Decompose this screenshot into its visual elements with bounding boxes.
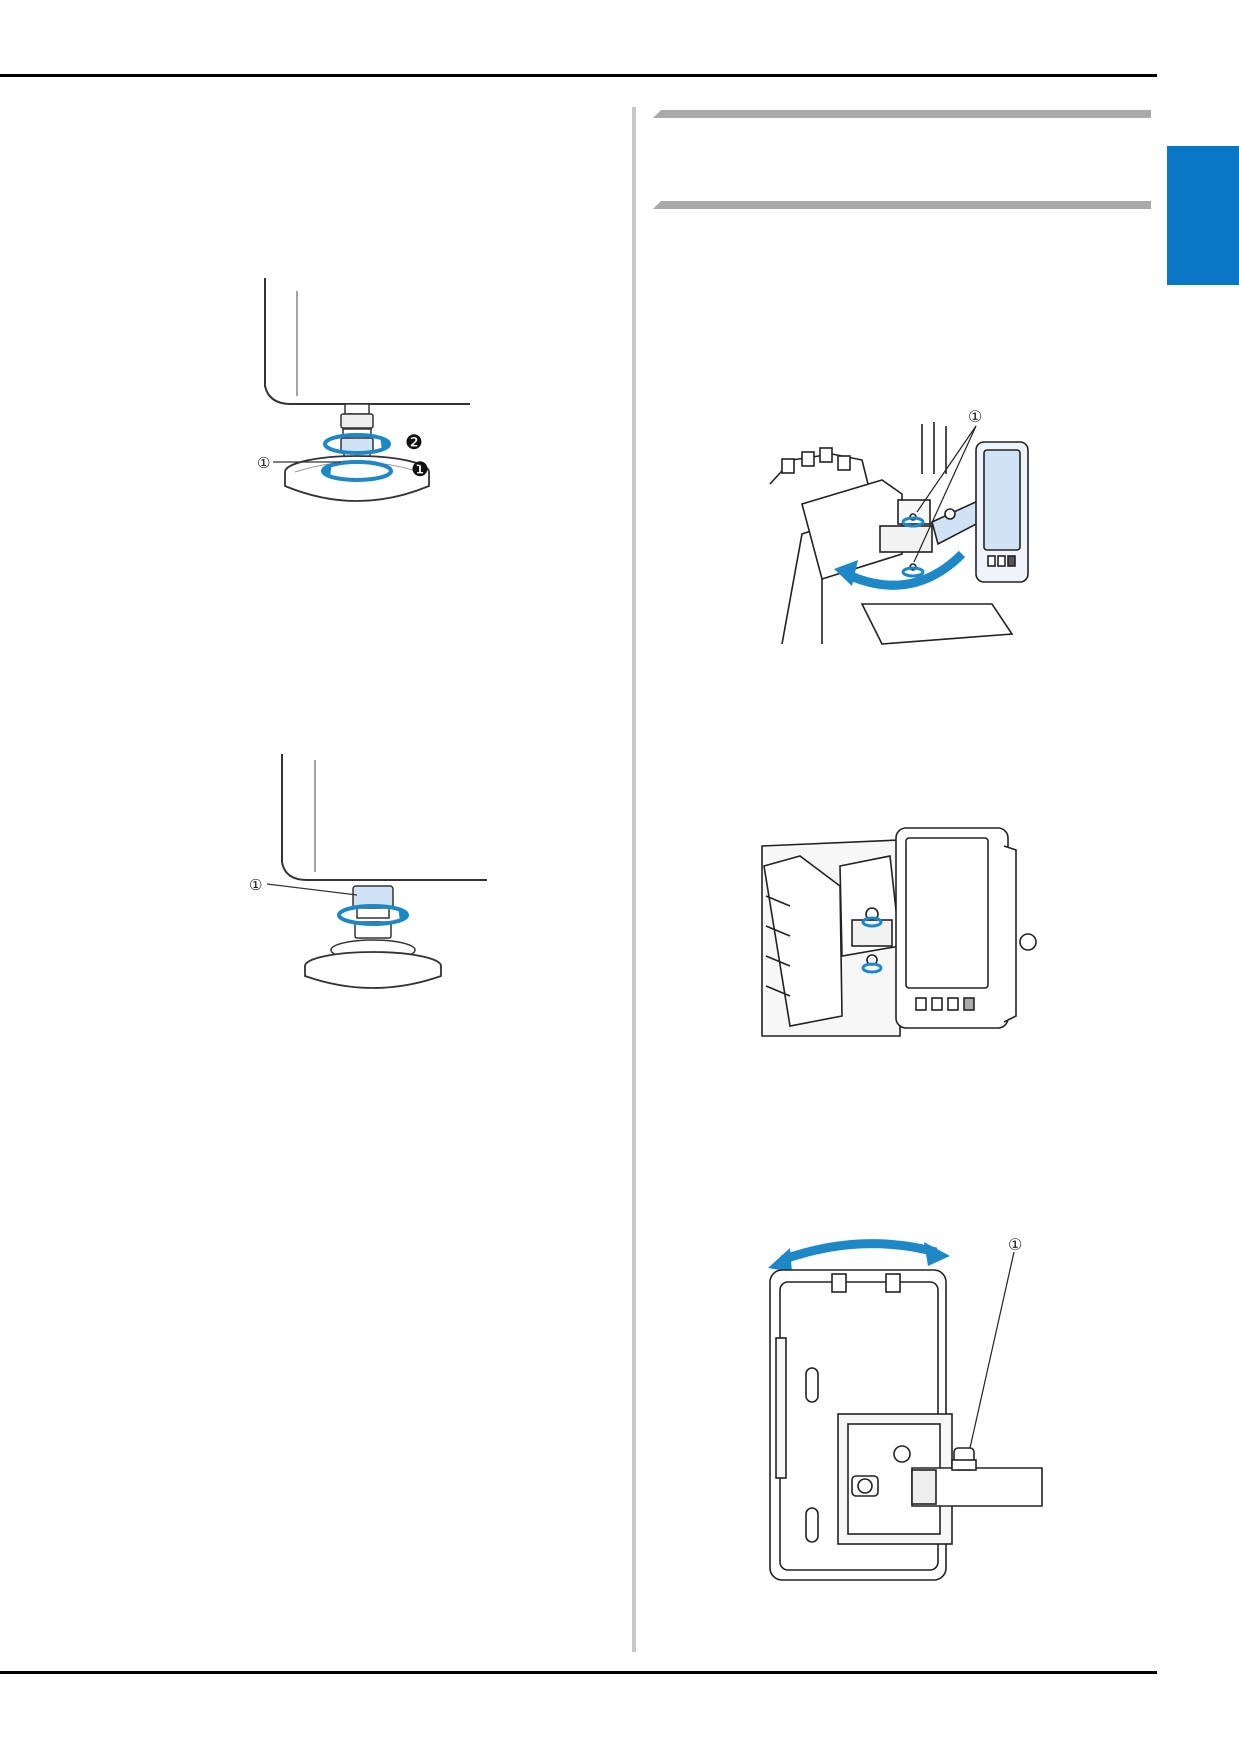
figure-screen-front xyxy=(761,827,1037,1037)
figure-screen-rotate: ① xyxy=(768,1238,1043,1581)
top-rule xyxy=(0,74,1157,77)
bottom-rule xyxy=(0,1671,1157,1674)
fig5-callout-1: ① xyxy=(1008,1238,1022,1254)
figure-foot-loosen: ① ❷ ❶ xyxy=(257,278,470,502)
chapter-tab xyxy=(1167,146,1239,285)
fig1-step-2: ❷ xyxy=(405,432,423,454)
fig1-callout-1: ① xyxy=(257,455,270,472)
column-separator xyxy=(632,107,636,1652)
fig2-callout-1: ① xyxy=(249,877,262,894)
section-bar-top xyxy=(653,110,1151,118)
section-bar-bottom xyxy=(653,201,1151,209)
fig3-callout-1: ① xyxy=(968,409,982,426)
rotation-arrow xyxy=(780,1239,938,1265)
figure-screen-arm-screws: ① xyxy=(769,409,1029,645)
fig1-step-1: ❶ xyxy=(411,459,429,481)
figure-foot-tighten: ① xyxy=(249,754,487,989)
